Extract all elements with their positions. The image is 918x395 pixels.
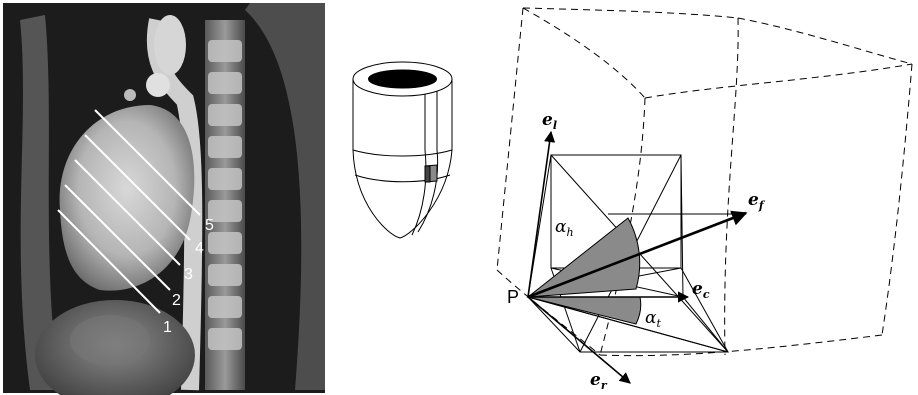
coordinate-diagram: P el ef ec er αh αt xyxy=(497,8,912,392)
mri-image: 1 2 3 4 5 xyxy=(3,3,325,395)
slice-label-2: 2 xyxy=(172,292,181,309)
vector-ef-label: ef xyxy=(748,190,766,212)
slice-label-3: 3 xyxy=(184,266,193,283)
transverse-angle-label: αt xyxy=(645,308,661,330)
helix-angle-label: αh xyxy=(555,217,574,239)
slice-label-4: 4 xyxy=(195,240,204,257)
vector-ec-label: ec xyxy=(692,279,710,301)
vector-el-arrow xyxy=(528,132,551,297)
heart-model xyxy=(353,62,452,238)
vector-er-label: er xyxy=(590,370,608,392)
slice-label-1: 1 xyxy=(163,319,172,336)
helix-angle-sector xyxy=(528,218,640,297)
vector-el-label: el xyxy=(542,110,557,132)
point-p-label: P xyxy=(507,287,519,307)
slice-label-5: 5 xyxy=(205,217,214,234)
